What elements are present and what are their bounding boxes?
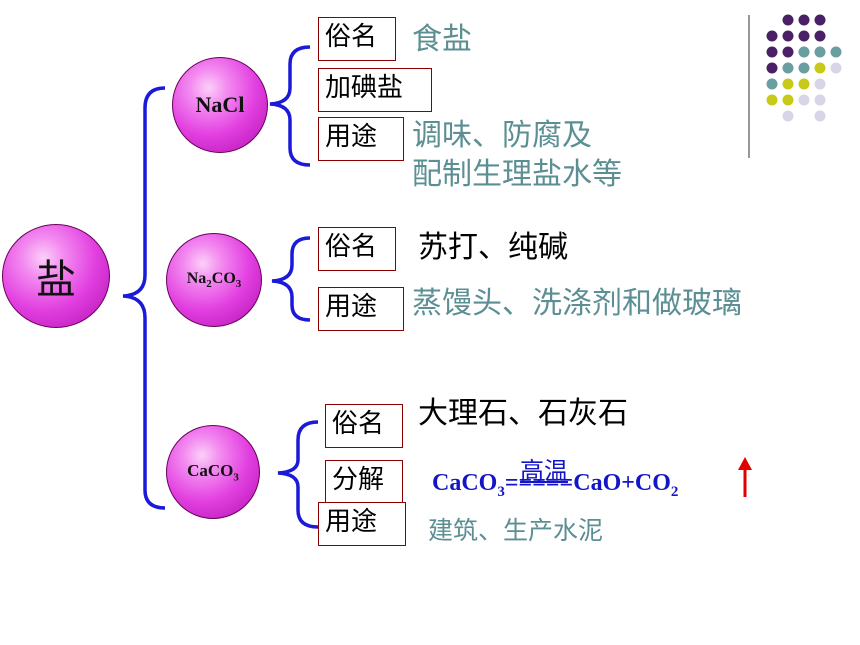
deco-dot: [782, 110, 794, 122]
na2co3-use-value: 蒸馒头、洗涤剂和做玻璃: [412, 286, 742, 321]
na2co3-node: Na2CO3: [166, 233, 262, 327]
deco-dot: [782, 62, 794, 74]
na2co3-use-box: 用途: [318, 287, 404, 331]
nacl-label: NaCl: [195, 92, 245, 117]
deco-dot: [782, 94, 794, 106]
eq-reactant-sub: 3: [497, 483, 505, 500]
eq-arrow: =====: [504, 470, 574, 496]
deco-dot: [766, 30, 778, 42]
deco-dot: [798, 30, 810, 42]
deco-dot: [814, 78, 826, 90]
caco3-node: CaCO3: [166, 425, 260, 519]
deco-dot: [830, 46, 842, 58]
deco-dot: [798, 46, 810, 58]
nacl-use-value-line1: 调味、防腐及: [412, 118, 592, 153]
caco3-decompose-box: 分解: [325, 460, 403, 504]
nacl-common-name-value: 食盐: [412, 22, 472, 57]
deco-dot: [814, 14, 826, 26]
nacl-iodized-salt-box: 加碘盐: [318, 68, 432, 112]
nacl-bracket: [269, 45, 311, 167]
caco3-use-box: 用途: [318, 502, 406, 546]
reaction-condition: 高温: [520, 457, 568, 485]
deco-dot: [814, 46, 826, 58]
caco3-label: CaCO3: [187, 460, 239, 484]
decomposition-equation: CaCO3=====CaO+CO2: [432, 470, 678, 501]
deco-dot: [782, 78, 794, 90]
deco-dot: [830, 62, 842, 74]
na2co3-label: Na2CO3: [186, 269, 242, 291]
deco-dot: [798, 78, 810, 90]
nacl-node: NaCl: [172, 57, 268, 153]
eq-product-sub: 2: [670, 483, 679, 500]
deco-dot: [782, 14, 794, 26]
eq-reactant: CaCO: [432, 470, 498, 496]
deco-dot-grid: [766, 14, 842, 122]
gas-up-arrow-head: [738, 457, 752, 470]
deco-dot: [782, 30, 794, 42]
nacl-use-box: 用途: [318, 117, 404, 161]
deco-dot: [814, 94, 826, 106]
deco-dot: [798, 94, 810, 106]
caco3-common-name-value: 大理石、石灰石: [418, 396, 628, 431]
root-salt-node: 盐: [2, 224, 110, 328]
nacl-common-name-box: 俗名: [318, 17, 396, 61]
deco-dot: [766, 94, 778, 106]
na2co3-common-name-value: 苏打、纯碱: [418, 230, 568, 265]
caco3-use-value: 建筑、生产水泥: [428, 516, 604, 545]
deco-dot: [766, 78, 778, 90]
deco-dot: [814, 110, 826, 122]
deco-dot: [766, 46, 778, 58]
nacl-use-value-line2: 配制生理盐水等: [412, 157, 622, 192]
eq-product: CaO+CO: [573, 470, 671, 496]
na2co3-common-name-box: 俗名: [318, 227, 396, 271]
root-label: 盐: [36, 257, 76, 303]
deco-dot: [782, 46, 794, 58]
caco3-common-name-box: 俗名: [325, 404, 403, 448]
caco3-bracket: [277, 420, 319, 529]
na2co3-bracket: [271, 236, 311, 322]
deco-dot: [814, 62, 826, 74]
root-bracket: [122, 86, 166, 510]
deco-dot: [798, 14, 810, 26]
deco-dot: [798, 62, 810, 74]
deco-dot: [766, 62, 778, 74]
deco-dot: [814, 30, 826, 42]
